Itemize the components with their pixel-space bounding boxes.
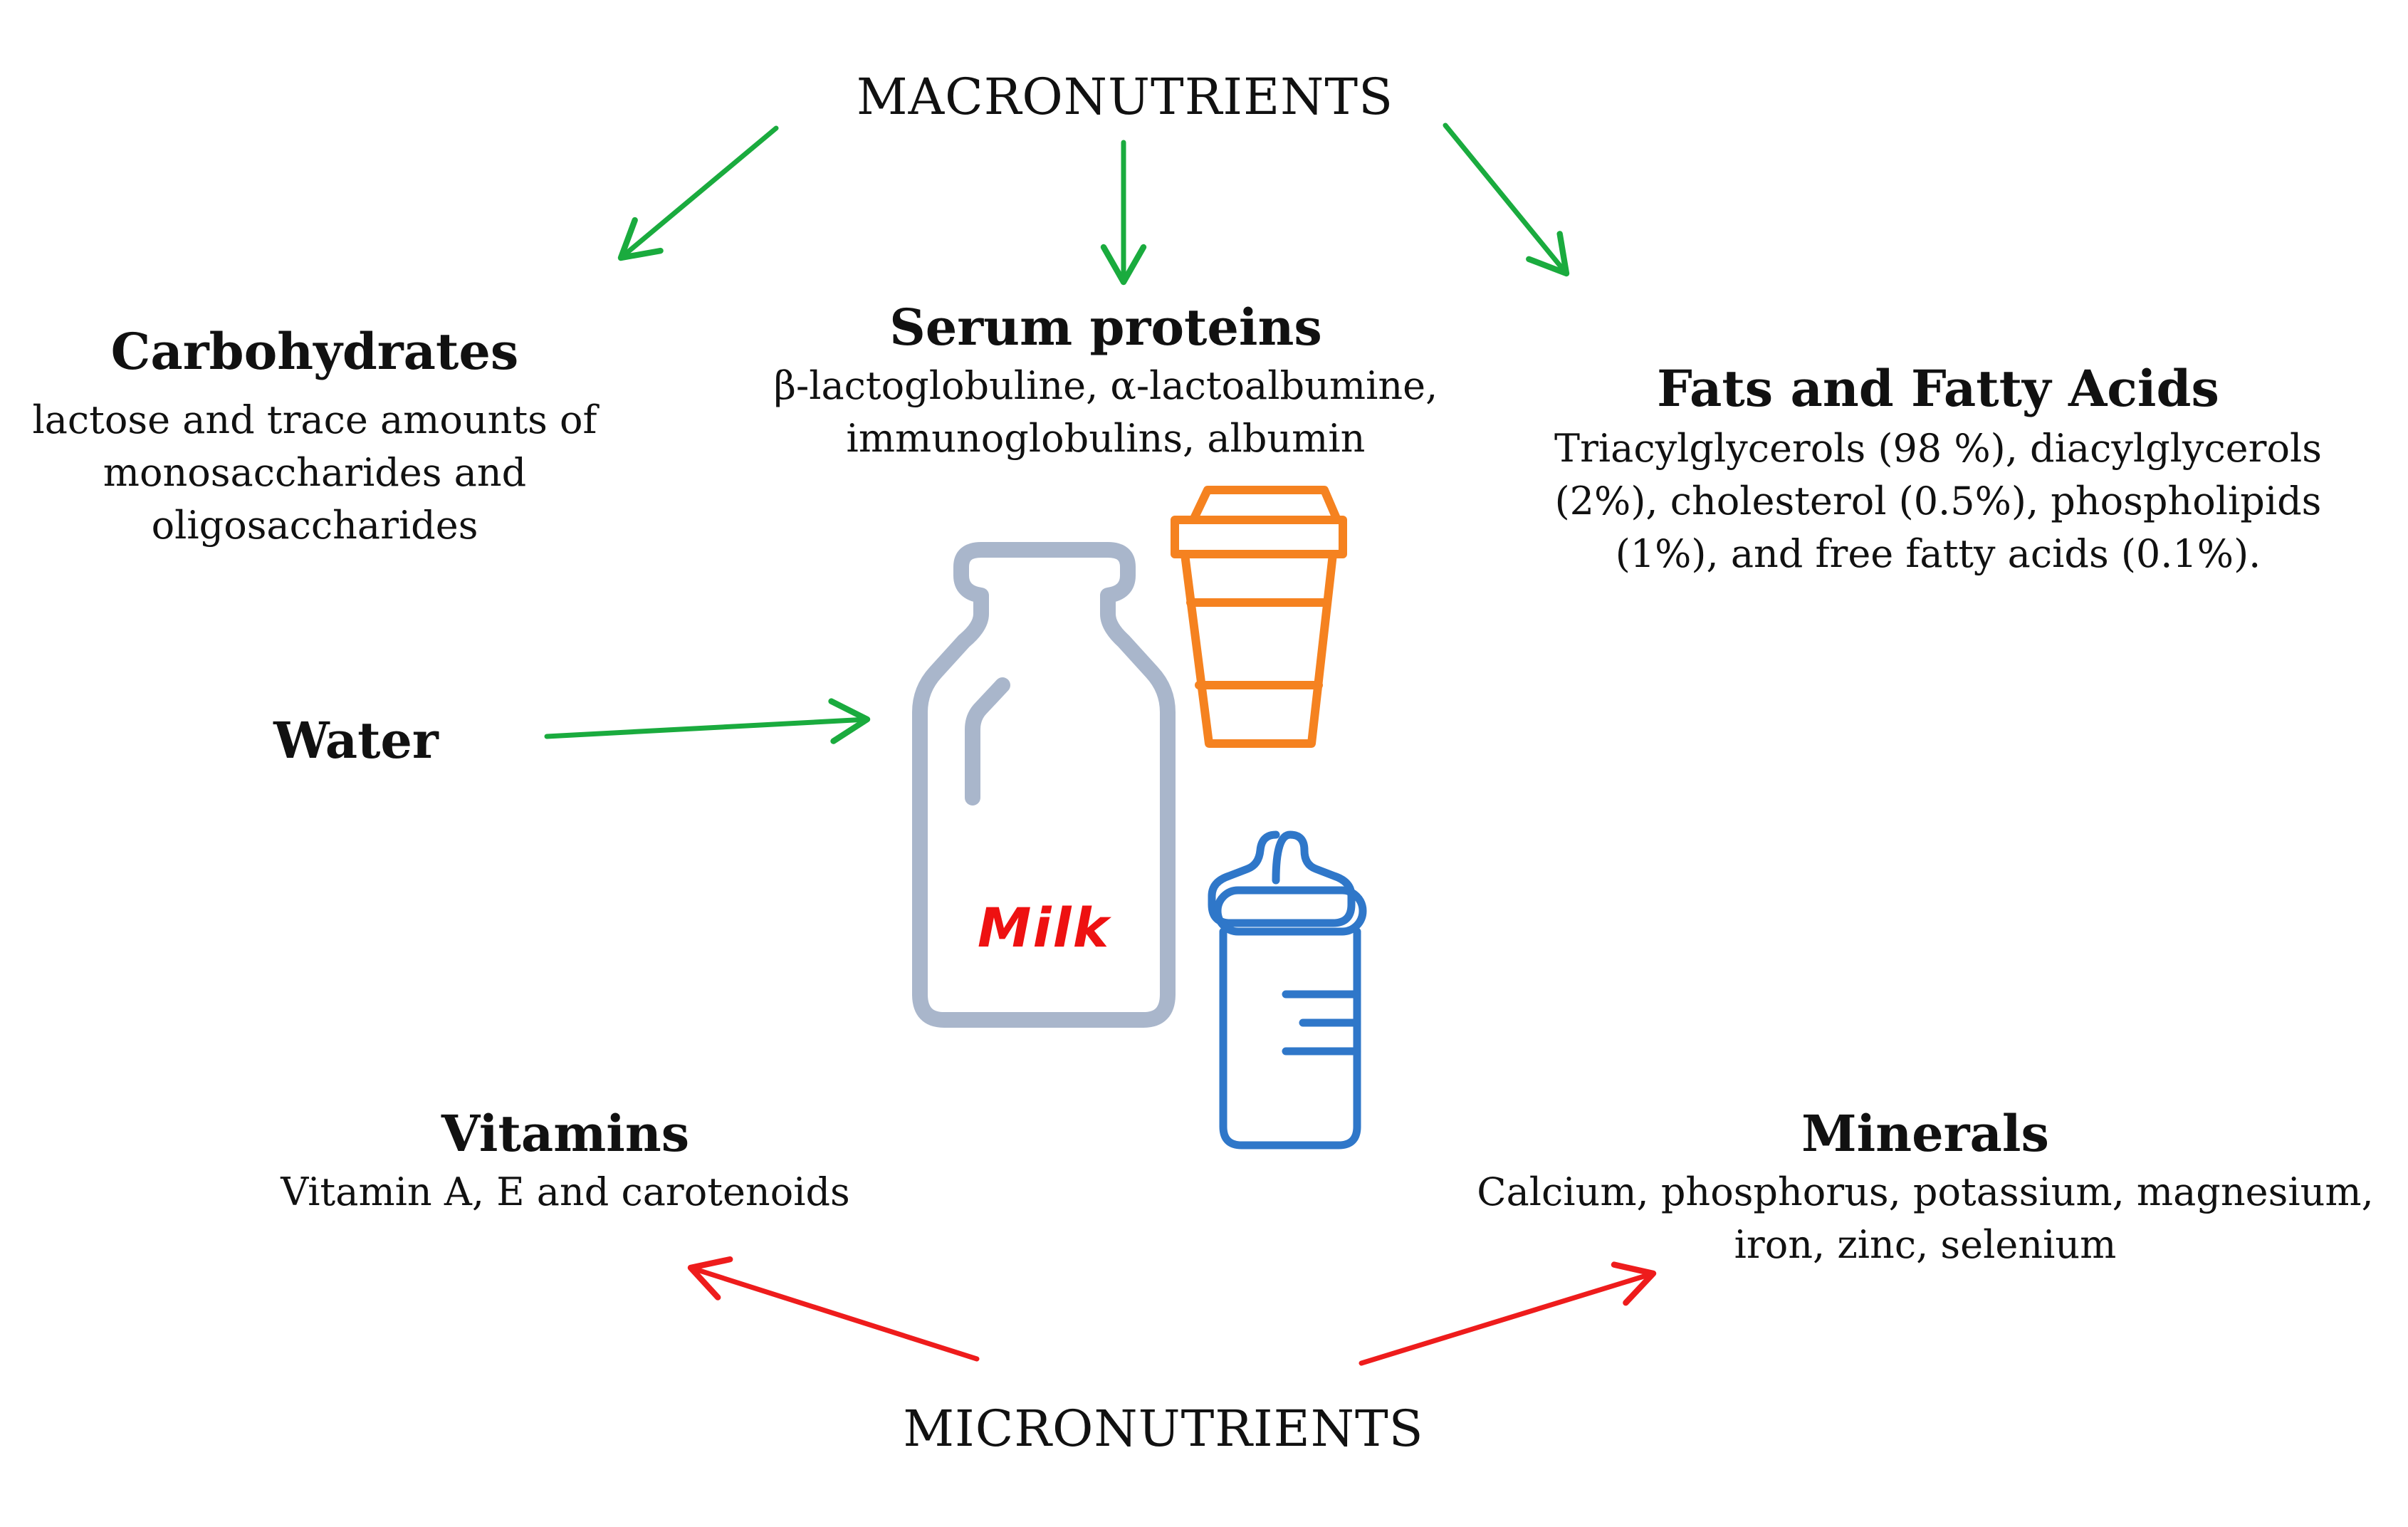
vitamins-block: Vitamins Vitamin A, E and carotenoids bbox=[281, 1105, 850, 1219]
carbohydrates-title: Carbohydrates bbox=[110, 322, 519, 381]
carbohydrates-block: Carbohydrates lactose and trace amounts … bbox=[32, 323, 597, 552]
arrow-to-minerals bbox=[1359, 1261, 1657, 1366]
fats-detail-line: Triacylglycerols (98 %), diacylglycerols bbox=[1554, 425, 2322, 471]
baby-bottle-icon bbox=[1208, 830, 1367, 1150]
serum-proteins-detail-line: β-lactoglobuline, α-lactoalbumine, bbox=[773, 363, 1438, 408]
vitamins-title: Vitamins bbox=[441, 1104, 690, 1163]
carbohydrates-detail-line: lactose and trace amounts of bbox=[32, 397, 597, 442]
serum-proteins-block: Serum proteins β-lactoglobuline, α-lacto… bbox=[773, 298, 1438, 465]
coffee-cup-icon bbox=[1171, 486, 1347, 748]
serum-proteins-title: Serum proteins bbox=[889, 298, 1322, 357]
arrow-to-vitamins bbox=[687, 1256, 980, 1362]
carbohydrates-detail-line: oligosaccharides bbox=[151, 502, 478, 548]
milk-label: Milk bbox=[977, 896, 1111, 959]
arrow-from-water bbox=[544, 698, 871, 744]
fats-detail-line: (2%), cholesterol (0.5%), phospholipids bbox=[1554, 478, 2322, 523]
minerals-title: Minerals bbox=[1801, 1104, 2049, 1163]
milk-bottle-icon bbox=[912, 542, 1176, 1028]
minerals-block: Minerals Calcium, phosphorus, potassium,… bbox=[1477, 1105, 2373, 1271]
fats-title: Fats and Fatty Acids bbox=[1657, 359, 2219, 418]
carbohydrates-detail-line: monosaccharides and bbox=[103, 449, 527, 495]
minerals-detail-line: iron, zinc, selenium bbox=[1734, 1221, 2117, 1267]
arrow-to-fats bbox=[1443, 123, 1570, 277]
fats-detail-line: (1%), and free fatty acids (0.1%). bbox=[1615, 531, 2261, 576]
arrow-to-carbohydrates bbox=[617, 125, 779, 261]
micronutrients-label: MICRONUTRIENTS bbox=[903, 1400, 1424, 1458]
macronutrients-label: MACRONUTRIENTS bbox=[856, 68, 1394, 126]
minerals-detail-line: Calcium, phosphorus, potassium, magnesiu… bbox=[1477, 1169, 2374, 1214]
fats-block: Fats and Fatty Acids Triacylglycerols (9… bbox=[1554, 360, 2322, 580]
vitamins-detail-line: Vitamin A, E and carotenoids bbox=[281, 1169, 850, 1214]
water-title: Water bbox=[273, 711, 439, 770]
serum-proteins-detail-line: immunoglobulins, albumin bbox=[846, 415, 1366, 461]
